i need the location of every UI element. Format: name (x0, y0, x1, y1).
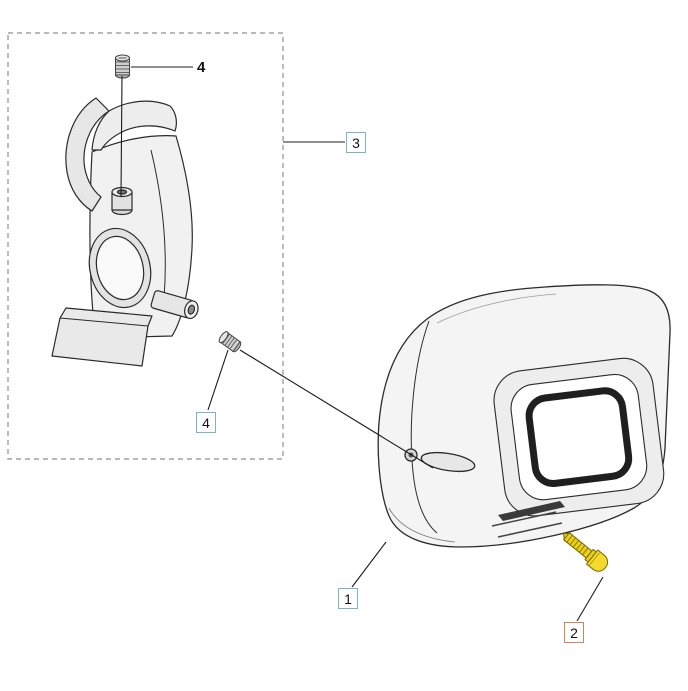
muffler-outlet-frame (493, 357, 665, 517)
leader-4-bottom (207, 349, 229, 411)
leader-2 (576, 576, 604, 622)
bracket-oval-opening (88, 227, 152, 309)
leader-4-top-to-boss (120, 75, 123, 197)
bracket-top-band (91, 100, 177, 151)
callout-1[interactable]: 1 (338, 588, 358, 609)
callout-lines (120, 66, 604, 622)
bracket-base-flange (51, 307, 153, 367)
bracket-tube-stub (150, 290, 199, 320)
callout-3[interactable]: 3 (346, 132, 366, 153)
bracket-screw-boss (111, 186, 133, 216)
callout-2[interactable]: 2 (564, 622, 584, 643)
bracket-hook-wall (65, 97, 110, 212)
callout-4-top: 4 (197, 59, 206, 76)
leader-4-to-muffler (239, 349, 434, 469)
screw-4-bottom (218, 331, 242, 353)
bracket-assembly-part (51, 97, 199, 367)
callout-4-bottom[interactable]: 4 (196, 412, 216, 433)
screw-4-top (115, 54, 130, 79)
muffler-louvers (491, 501, 565, 538)
muffler-part (377, 284, 671, 548)
bolt-2 (562, 532, 609, 572)
group-3-dashed-boundary (7, 32, 284, 460)
leader-1 (351, 541, 387, 588)
